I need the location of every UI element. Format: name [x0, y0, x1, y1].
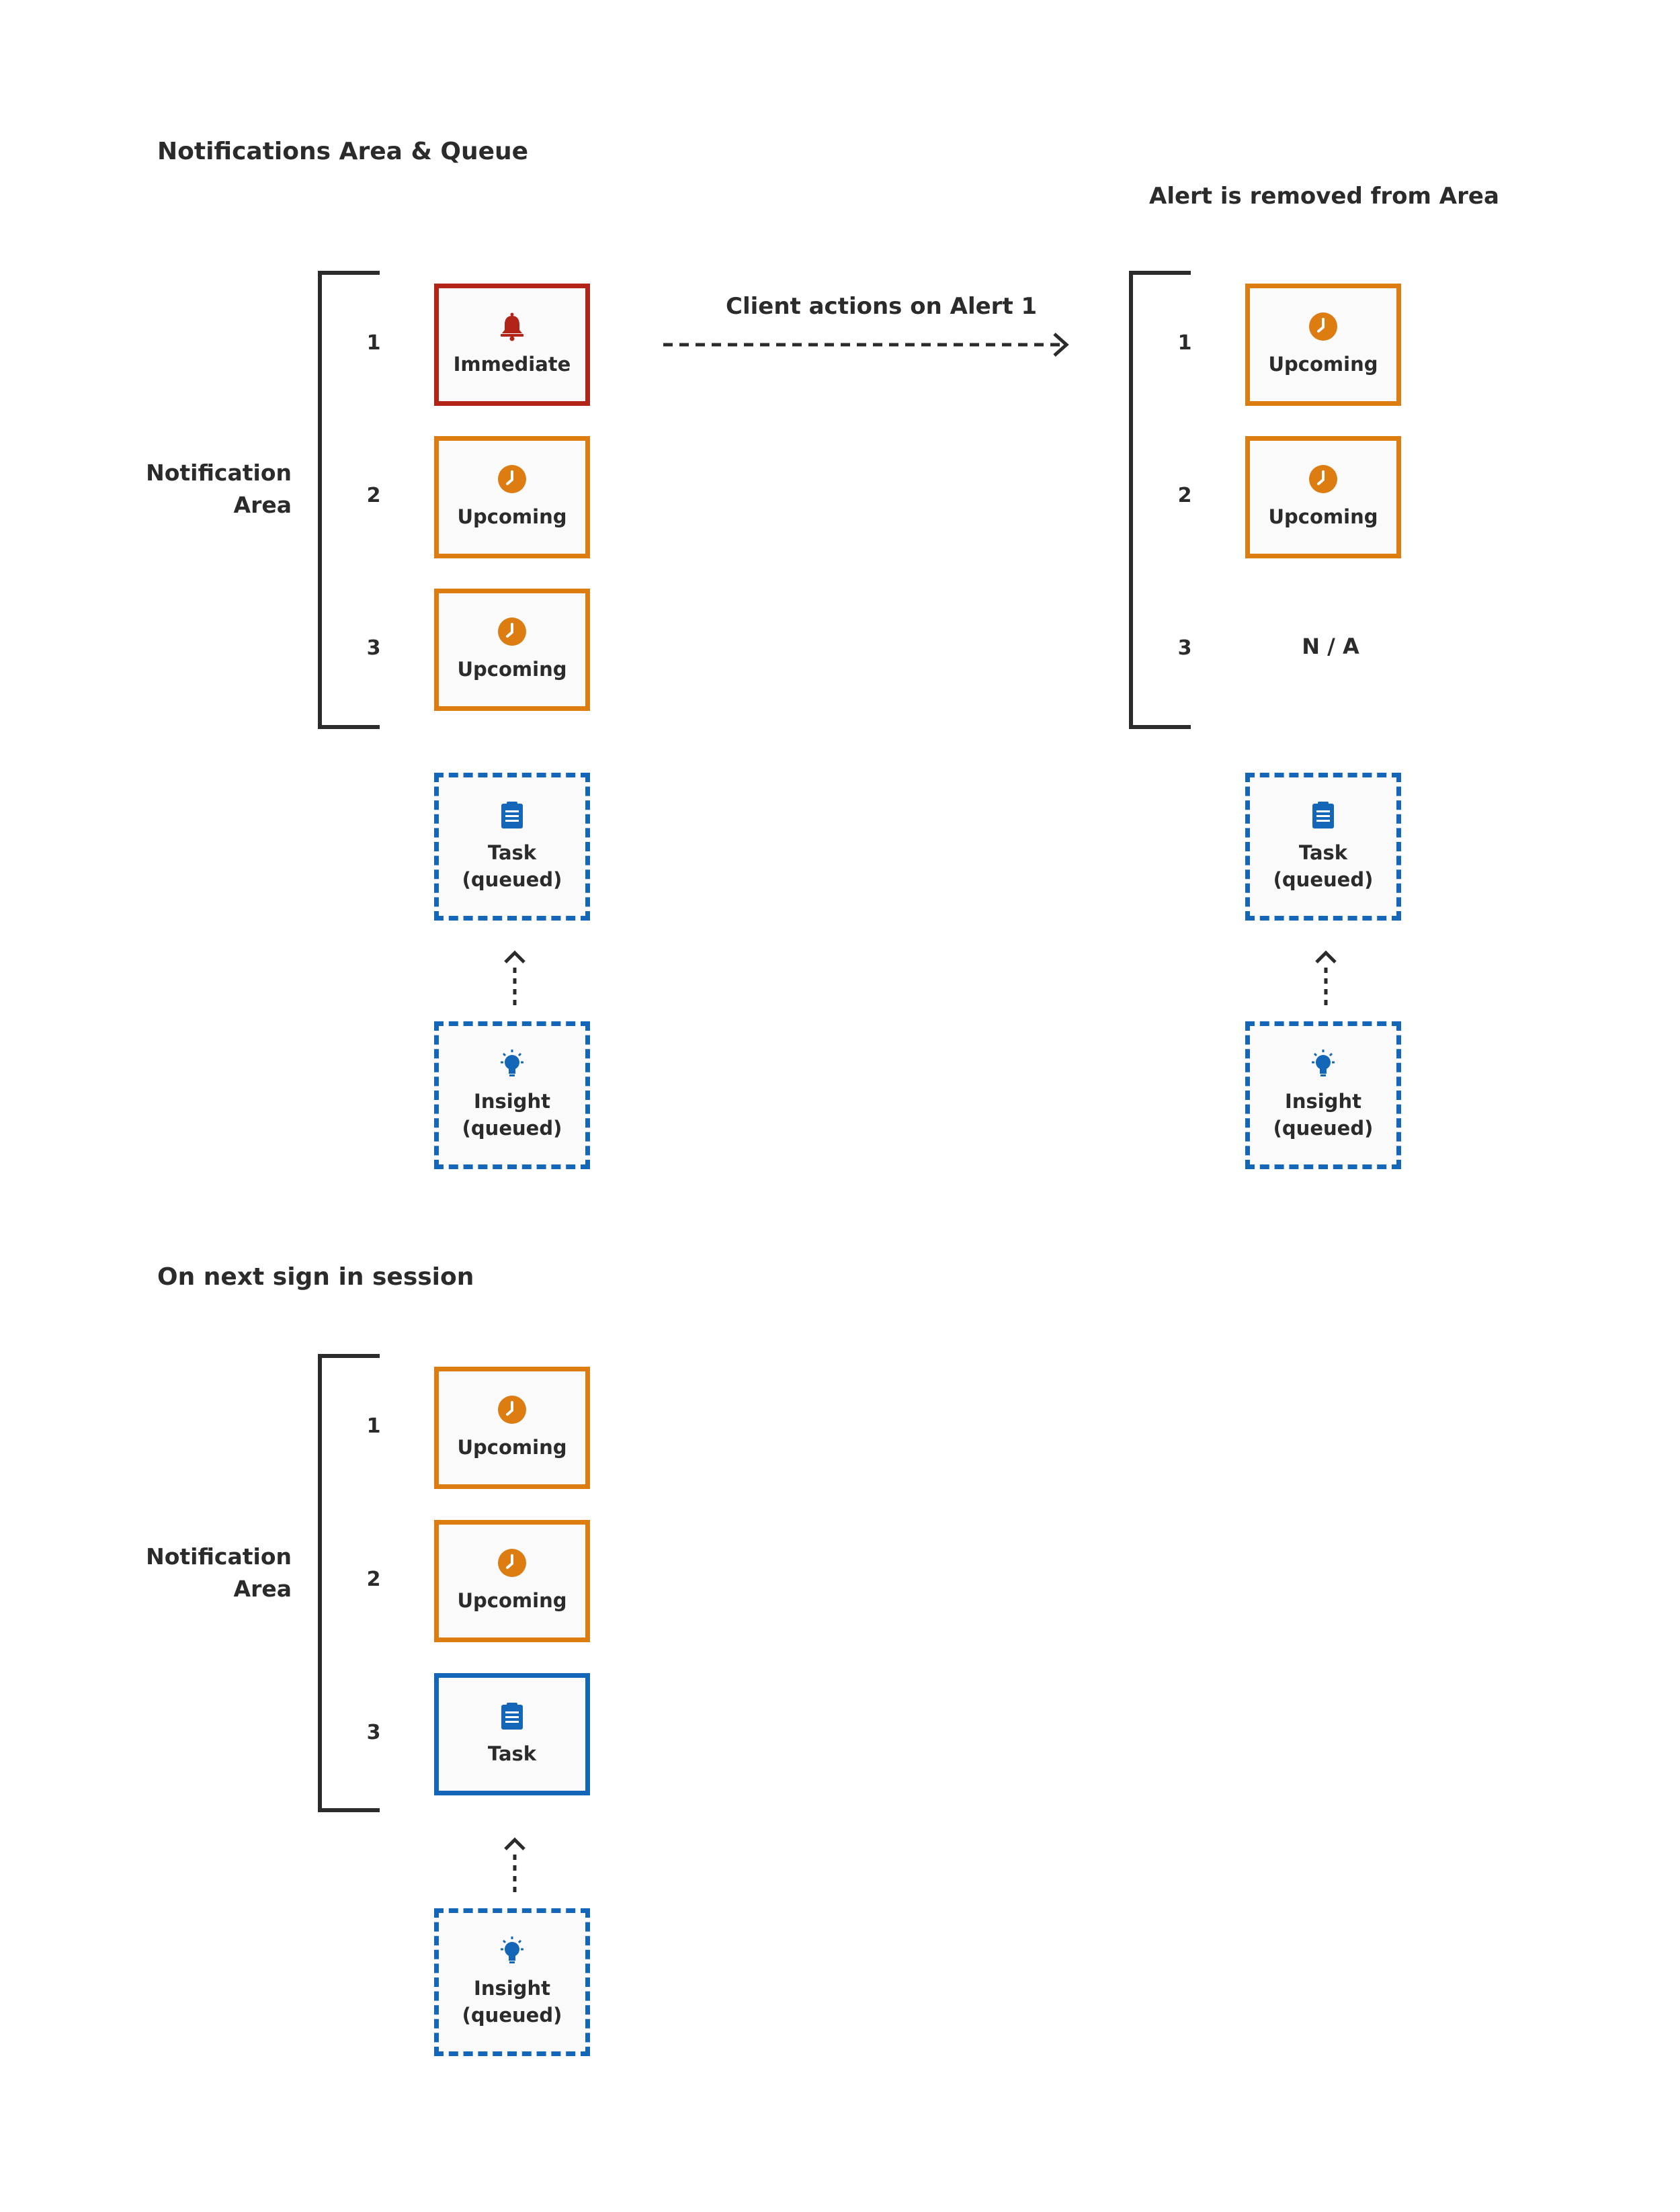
slot-number-3: 3	[1177, 636, 1192, 660]
upcoming-card[interactable]: Upcoming	[1245, 436, 1401, 558]
upcoming-card-label: Upcoming	[457, 505, 567, 528]
upcoming-card-label: Upcoming	[457, 1589, 567, 1612]
upcoming-card[interactable]: Upcoming	[1245, 284, 1401, 406]
section-title-alert-removed: Alert is removed from Area	[1149, 183, 1499, 210]
slot-number-2: 2	[1177, 484, 1192, 507]
notification-area-bracket-next	[318, 1354, 380, 1812]
empty-slot-label: N / A	[1302, 634, 1359, 659]
promote-arrow	[501, 947, 528, 1008]
insight-queued-label: Insight (queued)	[462, 1090, 562, 1140]
upcoming-card[interactable]: Upcoming	[434, 1367, 590, 1489]
lightbulb-icon	[497, 1049, 527, 1078]
upcoming-card[interactable]: Upcoming	[434, 1520, 590, 1642]
slot-number-2: 2	[366, 1568, 381, 1591]
bell-icon	[497, 312, 527, 341]
upcoming-card[interactable]: Upcoming	[434, 436, 590, 558]
immediate-card-label: Immediate	[453, 353, 571, 376]
lightbulb-icon	[1308, 1049, 1338, 1078]
clock-icon	[497, 1395, 527, 1424]
notification-area-bracket	[318, 271, 380, 729]
clipboard-icon	[497, 1701, 527, 1731]
task-queued-label: Task (queued)	[1273, 841, 1374, 891]
task-card[interactable]: Task	[434, 1673, 590, 1795]
action-arrow	[663, 333, 1069, 357]
task-queued-label: Task (queued)	[462, 841, 562, 891]
section-title-area-and-queue: Notifications Area & Queue	[157, 138, 529, 165]
insight-queued-label: Insight (queued)	[1273, 1090, 1374, 1140]
promote-arrow	[501, 1834, 528, 1895]
task-queued-card[interactable]: Task (queued)	[434, 773, 590, 921]
section-title-next-session: On next sign in session	[157, 1263, 474, 1291]
slot-number-3: 3	[366, 636, 381, 660]
slot-number-2: 2	[366, 484, 381, 507]
insight-queued-card[interactable]: Insight (queued)	[434, 1021, 590, 1169]
upcoming-card-label: Upcoming	[1268, 505, 1378, 528]
insight-queued-card[interactable]: Insight (queued)	[434, 1908, 590, 2056]
insight-queued-label: Insight (queued)	[462, 1977, 562, 2027]
clock-icon	[1308, 464, 1338, 494]
clipboard-icon	[497, 800, 527, 830]
clock-icon	[497, 464, 527, 494]
clock-icon	[497, 1548, 527, 1578]
slot-number-1: 1	[1177, 331, 1192, 355]
upcoming-card[interactable]: Upcoming	[434, 589, 590, 711]
promote-arrow	[1312, 947, 1339, 1008]
clock-icon	[1308, 312, 1338, 341]
clipboard-icon	[1308, 800, 1338, 830]
task-queued-card[interactable]: Task (queued)	[1245, 773, 1401, 921]
immediate-alert-card[interactable]: Immediate	[434, 284, 590, 406]
notification-area-label: Notification Area	[146, 460, 292, 518]
upcoming-card-label: Upcoming	[457, 658, 567, 681]
slot-number-3: 3	[366, 1721, 381, 1744]
upcoming-card-label: Upcoming	[457, 1436, 567, 1459]
lightbulb-icon	[497, 1936, 527, 1965]
notification-area-bracket-after	[1129, 271, 1191, 729]
task-card-label: Task	[487, 1742, 537, 1765]
action-label: Client actions on Alert 1	[726, 293, 1038, 320]
notification-area-label: Notification Area	[146, 1543, 292, 1602]
slot-number-1: 1	[366, 1414, 381, 1438]
slot-number-1: 1	[366, 331, 381, 355]
insight-queued-card[interactable]: Insight (queued)	[1245, 1021, 1401, 1169]
upcoming-card-label: Upcoming	[1268, 353, 1378, 376]
clock-icon	[497, 617, 527, 646]
